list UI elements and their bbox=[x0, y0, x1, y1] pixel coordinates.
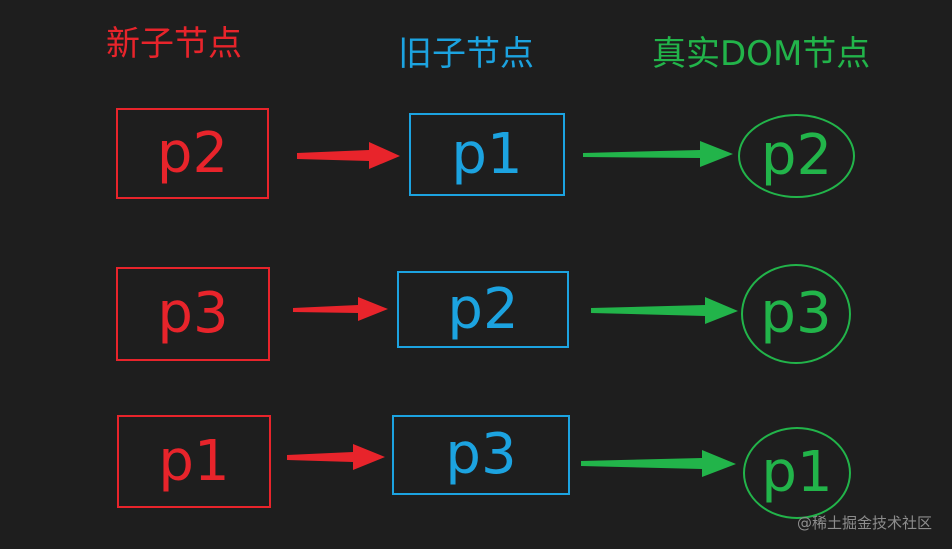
new-node-row3: p1 bbox=[117, 415, 271, 508]
watermark: @稀土掘金技术社区 bbox=[796, 514, 932, 532]
green-arrow-row2 bbox=[591, 297, 738, 324]
real-dom-node-row1: p2 bbox=[738, 114, 855, 198]
red-arrow-row2 bbox=[293, 297, 388, 321]
real-dom-node-row3: p1 bbox=[743, 427, 851, 519]
new-node-row1: p2 bbox=[116, 108, 269, 199]
green-arrow-row3 bbox=[581, 450, 736, 477]
old-node-row1: p1 bbox=[409, 113, 565, 196]
real-dom-title: 真实DOM节点 bbox=[652, 34, 871, 74]
real-dom-node-row2: p3 bbox=[741, 264, 851, 364]
red-arrow-row3 bbox=[287, 444, 385, 470]
red-arrow-row1 bbox=[297, 142, 400, 169]
old-node-row3: p3 bbox=[392, 415, 570, 495]
green-arrow-row1 bbox=[583, 141, 733, 167]
new-children-title: 新子节点 bbox=[106, 24, 242, 64]
new-node-row2: p3 bbox=[116, 267, 270, 361]
old-children-title: 旧子节点 bbox=[398, 34, 534, 74]
old-node-row2: p2 bbox=[397, 271, 569, 348]
